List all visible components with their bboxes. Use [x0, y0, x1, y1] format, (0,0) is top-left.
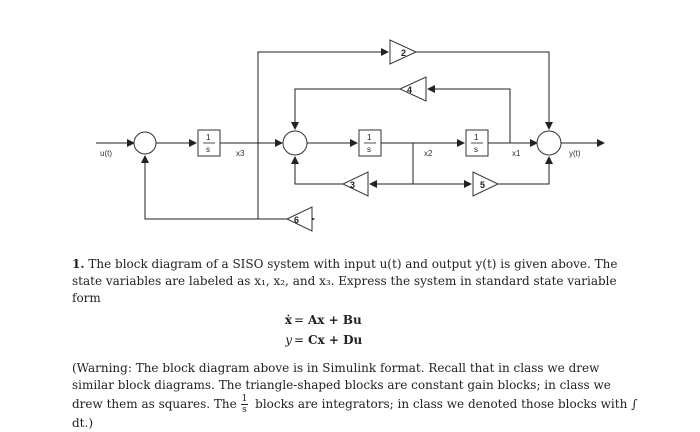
wire-gain2-sum3: [416, 51, 553, 130]
svg-text:1: 1: [474, 133, 479, 142]
wire-gain3-sum2: [291, 156, 343, 185]
wire-x3-feedback: [257, 143, 315, 223]
svg-text:4: 4: [407, 85, 412, 95]
wire-top-path: [257, 48, 389, 143]
output-label: y(t): [569, 149, 581, 158]
svg-text:6: 6: [294, 215, 299, 225]
svg-text:1: 1: [367, 133, 372, 142]
output-equation: y = Cx + Du: [285, 333, 363, 347]
svg-text:s: s: [367, 145, 371, 154]
wire-gain5-sum3: [498, 156, 553, 185]
sum-junction-2: [282, 130, 308, 156]
wire-gain4-sum2: [291, 88, 400, 130]
problem-number: 1.: [72, 257, 85, 271]
sum-junction-1: [133, 131, 157, 155]
x3-label: x3: [236, 149, 245, 158]
x1-label: x1: [512, 149, 521, 158]
gain-block-2: 2: [389, 39, 418, 65]
wire-gain6-sum1: [141, 155, 287, 220]
integrator-fraction: 1 s: [240, 394, 249, 415]
problem-intro-text: The block diagram of a SISO system with …: [72, 257, 618, 305]
warning-note: (Warning: The block diagram above is in …: [72, 361, 638, 430]
gain-block-4: 4: [398, 76, 427, 102]
sum-junction-3: [536, 130, 562, 156]
integrator-block-x2: 1 s: [358, 129, 382, 157]
x2-label: x2: [424, 149, 433, 158]
svg-text:1: 1: [206, 133, 211, 142]
gain-block-5: 5: [472, 171, 500, 197]
svg-text:s: s: [474, 145, 478, 154]
problem-text: 1. The block diagram of a SISO system wi…: [72, 256, 642, 432]
state-equation: ẋ = Ax + Bu: [284, 313, 362, 327]
integrator-block-x3: 1 s: [197, 129, 221, 157]
svg-text:5: 5: [480, 180, 485, 190]
gain-block-3: 3: [341, 171, 369, 197]
svg-text:3: 3: [350, 180, 355, 190]
input-label: u(t): [100, 149, 112, 158]
svg-text:2: 2: [401, 48, 406, 58]
gain-block-6: 6: [285, 206, 313, 232]
integrator-block-x1: 1 s: [465, 129, 489, 157]
problem-intro: 1. The block diagram of a SISO system wi…: [72, 256, 642, 307]
block-diagram: u(t) 1 s x3 1 s x2 1 s x1 y(t) 2 4: [96, 39, 605, 232]
wire-x1-feedback: [427, 85, 511, 143]
state-equations: ẋ = Ax + Bu y = Cx + Du: [72, 312, 642, 352]
svg-text:s: s: [206, 145, 210, 154]
